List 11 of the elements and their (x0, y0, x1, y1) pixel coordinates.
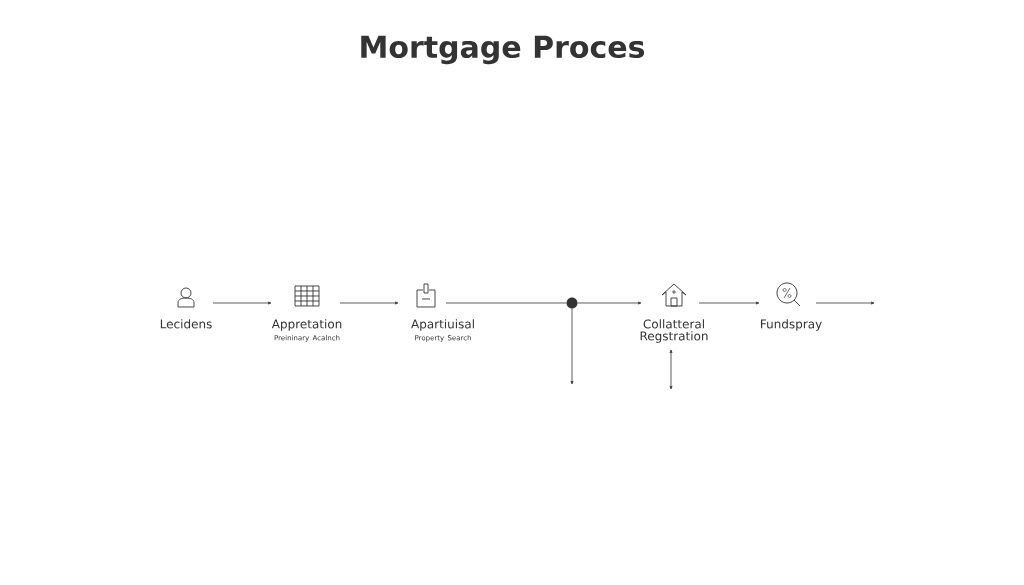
arrow (212, 301, 272, 305)
step-label: Collatteral Regstration (640, 319, 708, 343)
arrow (669, 349, 673, 390)
arrow (570, 308, 574, 385)
title: Mortgage Proces (361, 35, 645, 65)
arrow (577, 301, 642, 305)
arrow (815, 301, 875, 305)
step-label: Fundspray (761, 319, 822, 331)
arrow (698, 301, 760, 305)
step-label: Lecidens (160, 319, 212, 329)
arrow (339, 301, 399, 305)
